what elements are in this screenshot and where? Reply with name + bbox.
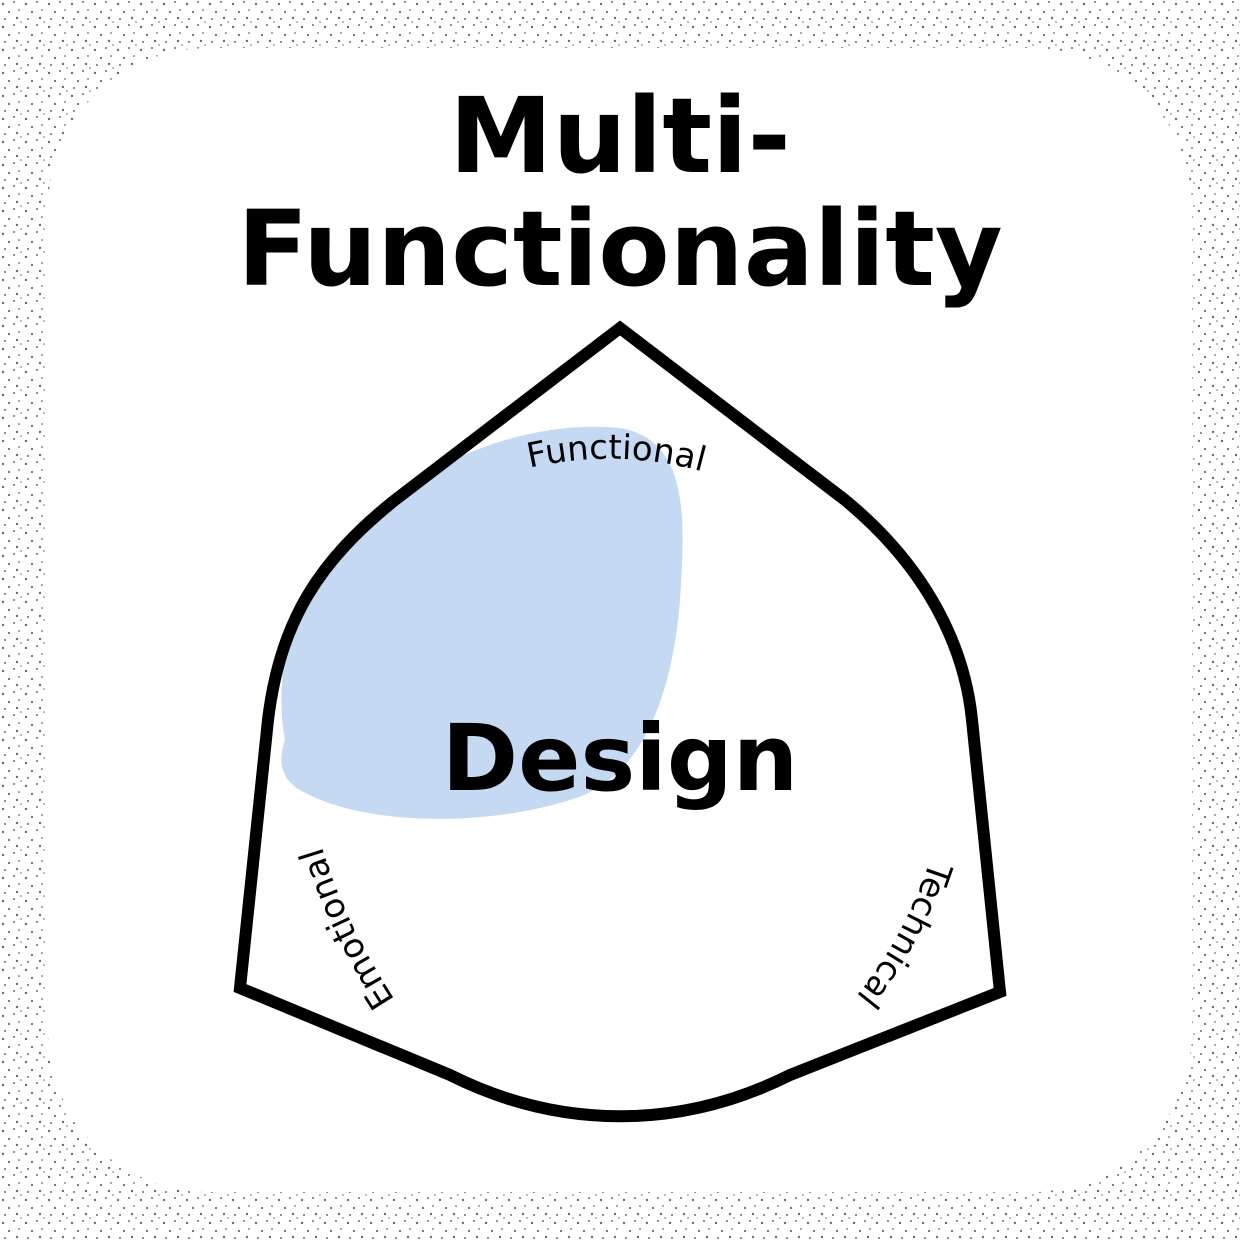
design-outline-shape [233,320,1007,1123]
functional-highlight-region [281,426,683,819]
title-line-1: Multi- [449,75,791,197]
title-line-2: Functionality [237,188,1002,310]
center-label: Design [442,705,798,812]
